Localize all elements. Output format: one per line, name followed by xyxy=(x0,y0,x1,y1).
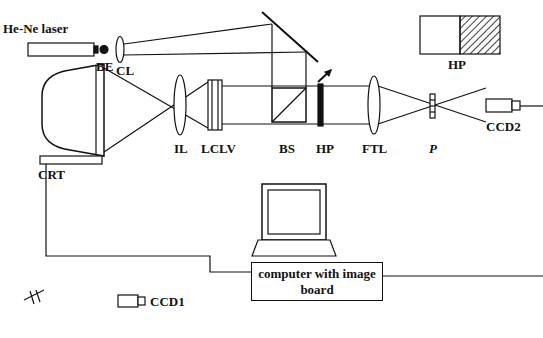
part-label: CRT xyxy=(38,168,65,182)
part-label: IL xyxy=(174,142,188,156)
part-label: BS xyxy=(279,142,295,156)
part-label: P xyxy=(429,142,437,156)
part-label: HP xyxy=(316,142,334,156)
part-label: BE xyxy=(96,60,113,74)
part-label: HP xyxy=(448,58,466,72)
part-label: LCLV xyxy=(201,142,236,156)
part-label: CL xyxy=(116,64,134,78)
part-label: He-Ne laser xyxy=(3,22,68,36)
part-label: FTL xyxy=(362,142,387,156)
part-label: CCD1 xyxy=(150,295,185,309)
computer-box: computer with image board xyxy=(251,262,383,301)
node-text: computer with image board xyxy=(258,266,376,297)
part-label: CCD2 xyxy=(486,120,521,134)
